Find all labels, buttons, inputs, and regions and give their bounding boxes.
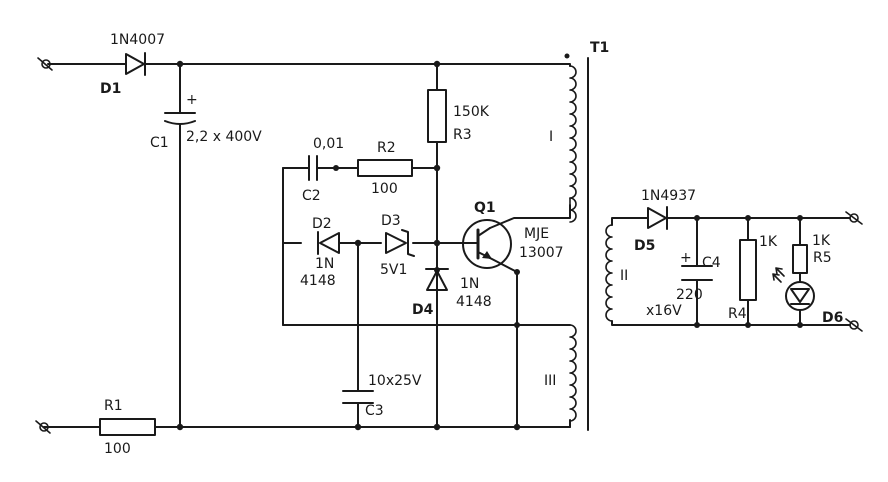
wires-primary [43, 63, 571, 428]
c1-value-label: 2,2 x 400V [186, 129, 262, 145]
d4-ref-label: D4 [412, 302, 434, 318]
output-terminal-bottom [845, 318, 863, 332]
c4-ref-label: C4 [702, 255, 721, 271]
t1-ref-label: T1 [590, 40, 609, 56]
d2-ref-label: D2 [312, 216, 332, 232]
output-terminal-top [845, 211, 863, 225]
d6-ref-label: D6 [822, 310, 843, 326]
d2-part-label-a: 1N [315, 256, 334, 272]
d6-led-symbol [772, 267, 815, 311]
t1-winding-3 [569, 324, 577, 428]
c1-plus-label: + [186, 92, 198, 108]
q1-part-label-a: MJE [524, 226, 549, 242]
c3-value-label: 10x25V [368, 373, 422, 389]
d3-ref-label: D3 [381, 213, 401, 229]
d1-diode-symbol [125, 52, 146, 76]
r5-resistor-symbol [792, 244, 808, 274]
t1-dot-marker [564, 53, 570, 59]
q1-part-label-b: 13007 [519, 245, 564, 261]
r3-value-label: 150K [453, 104, 490, 120]
r1-ref-label: R1 [104, 398, 123, 414]
d1-part-label: 1N4007 [110, 32, 165, 48]
r5-value-label: 1K [812, 233, 831, 249]
d4-diode-symbol [425, 268, 449, 291]
c1-capacitor-symbol [164, 112, 196, 125]
t1-winding-2-label: II [620, 268, 628, 284]
r4-value-label: 1K [759, 234, 778, 250]
c3-ref-label: C3 [365, 403, 384, 419]
c2-capacitor-symbol [308, 155, 318, 181]
c2-value-label: 0,01 [313, 136, 344, 152]
c3-capacitor-symbol [342, 390, 374, 404]
d2-part-label-b: 4148 [300, 273, 336, 289]
r2-value-label: 100 [371, 181, 398, 197]
r1-value-label: 100 [104, 441, 131, 457]
d2-diode-symbol [317, 231, 340, 255]
c4-value-label-a: 220 [676, 287, 703, 303]
r3-ref-label: R3 [453, 127, 472, 143]
r1-resistor-symbol [99, 418, 156, 436]
r5-ref-label: R5 [813, 250, 832, 266]
wires-secondary [611, 217, 851, 326]
c4-value-label-b: x16V [646, 303, 682, 319]
d5-ref-label: D5 [634, 238, 655, 254]
input-terminal-bottom [35, 420, 51, 434]
d5-part-label: 1N4937 [641, 188, 696, 204]
c2-ref-label: C2 [302, 188, 321, 204]
d5-diode-symbol [647, 206, 668, 230]
c1-ref-label: C1 [150, 135, 169, 151]
t1-winding-3-label: III [544, 373, 556, 389]
c4-capacitor-symbol [681, 265, 713, 281]
d4-part-label-b: 4148 [456, 294, 492, 310]
secondary-junction-dots [694, 215, 803, 328]
t1-winding-1-label: I [549, 129, 553, 145]
t1-winding-2 [605, 224, 613, 322]
d1-ref-label: D1 [100, 81, 121, 97]
r2-ref-label: R2 [377, 140, 396, 156]
q1-ref-label: Q1 [474, 200, 496, 216]
d3-value-label: 5V1 [380, 262, 407, 278]
r4-ref-label: R4 [728, 306, 747, 322]
q1-transistor-symbol [462, 219, 512, 269]
c4-plus-label: + [680, 250, 692, 266]
r3-resistor-symbol [427, 89, 447, 143]
input-terminal-top [37, 57, 53, 71]
r4-resistor-symbol [739, 239, 757, 301]
t1-winding-1 [569, 65, 577, 223]
r2-resistor-symbol [357, 159, 413, 177]
d4-part-label-a: 1N [460, 276, 479, 292]
d3-zener-symbol [385, 229, 415, 257]
